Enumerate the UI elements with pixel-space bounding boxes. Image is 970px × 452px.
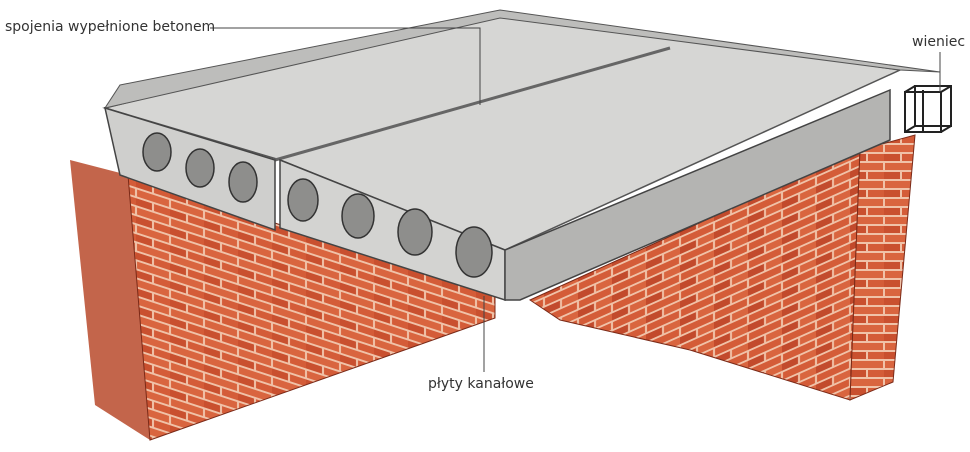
label-ring-beam: wieniec	[912, 34, 966, 50]
leader-line-joints	[210, 27, 481, 105]
ring-beam-rebar-cage	[904, 85, 952, 133]
right-brick-wall-end	[849, 134, 916, 401]
label-joints: spojenia wypełnione betonem	[5, 19, 216, 35]
slab-side-face	[504, 88, 891, 301]
slab-joint	[274, 46, 671, 162]
left-wall-shadow	[70, 160, 150, 440]
slab-cores	[142, 132, 493, 278]
label-slabs: płyty kanałowe	[428, 376, 534, 392]
